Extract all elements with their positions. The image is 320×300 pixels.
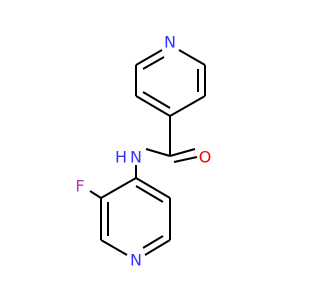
bond-ring1-c4-c5	[135, 95, 171, 117]
atom-label-n-top: N	[164, 33, 176, 52]
bond-ring2-c4-c5	[135, 177, 171, 199]
bond-ring1-c6-n-inner	[142, 56, 165, 70]
bond-ring2-n-c6	[144, 239, 171, 256]
atom-label-n-amide: N	[130, 148, 142, 167]
bond-ring2-c4-c5-inner	[135, 185, 164, 203]
atom-label-h-amide: H	[115, 148, 127, 167]
bond-ring1-c3-c4	[169, 95, 206, 117]
atom-labels: N O N H F N	[75, 33, 211, 270]
bond-ring1-c6-n	[135, 49, 163, 66]
molecule-structure: N O N H F N	[75, 33, 211, 270]
bond-ring2-c3-f	[89, 190, 102, 199]
atom-label-n-bottom: N	[130, 251, 142, 270]
atom-label-o: O	[199, 148, 212, 167]
bond-carbonyl-o-double	[173, 156, 198, 163]
bond-ring2-n-c6-inner	[142, 235, 164, 249]
bond-ring2-c4-c3	[100, 177, 137, 199]
bond-carbonyl-n	[145, 148, 171, 157]
bond-ring1-n-c2	[178, 49, 206, 66]
bond-ring2-c2-n	[100, 239, 128, 256]
bonds	[89, 49, 206, 256]
atom-label-f: F	[75, 177, 84, 196]
bond-ring1-c4-c5-inner	[142, 91, 171, 109]
bond-carbonyl-o	[169, 148, 196, 157]
